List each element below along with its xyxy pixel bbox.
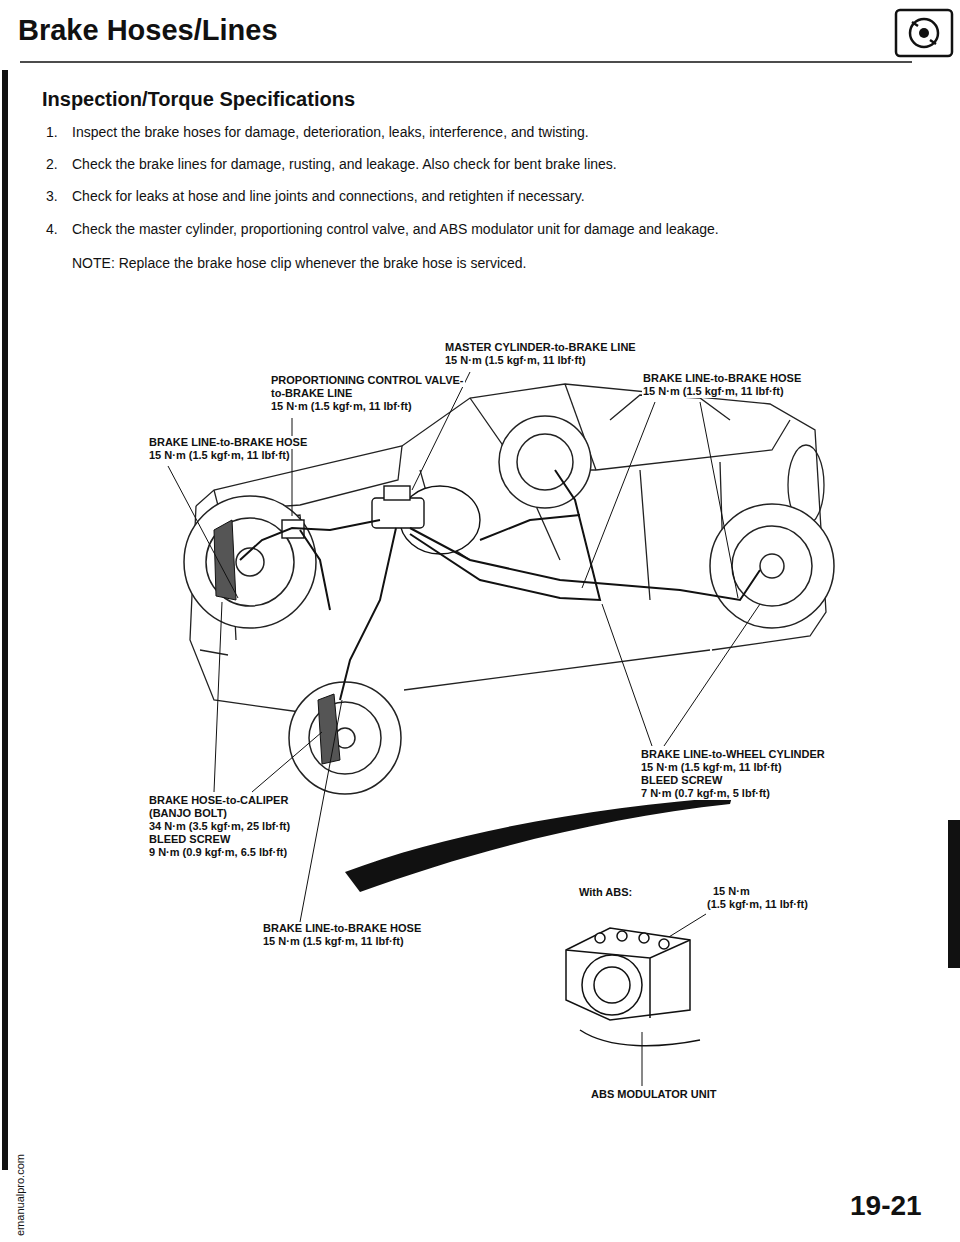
torque-value: 15 N·m (712, 885, 751, 898)
watermark: emanualpro.com (14, 1154, 27, 1236)
leader-line (168, 372, 760, 1086)
part-callout: BRAKE HOSE-to-CALIPER (148, 794, 289, 807)
part-callout: MASTER CYLINDER-to-BRAKE LINE (444, 341, 637, 354)
part-callout: to-BRAKE LINE (270, 387, 353, 400)
section-heading: Inspection/Torque Specifications (42, 88, 355, 111)
ground-shadow (345, 797, 732, 892)
part-callout: (BANJO BOLT) (148, 807, 228, 820)
torque-value: 7 N·m (0.7 kgf·m, 5 lbf·ft) (640, 787, 771, 800)
torque-value: 15 N·m (1.5 kgf·m, 11 lbf·ft) (262, 935, 405, 948)
section-icon (910, 19, 938, 47)
section-icon (896, 10, 952, 56)
master-cylinder (282, 486, 480, 554)
step-number: 4. (46, 221, 58, 237)
part-callout: BRAKE LINE-to-BRAKE HOSE (262, 922, 422, 935)
page-tab (948, 820, 960, 968)
section-icon (919, 28, 929, 38)
torque-value: 9 N·m (0.9 kgf·m, 6.5 lbf·ft) (148, 846, 288, 859)
step-text: Inspect the brake hoses for damage, dete… (72, 124, 589, 140)
part-callout: BRAKE LINE-to-BRAKE HOSE (148, 436, 308, 449)
torque-value: 15 N·m (1.5 kgf·m, 11 lbf·ft) (270, 400, 413, 413)
wheel (184, 416, 834, 794)
step-number: 1. (46, 124, 58, 140)
step-text: Check for leaks at hose and line joints … (72, 188, 585, 204)
step-text: Check the master cylinder, proportioning… (72, 221, 719, 237)
page-border (2, 70, 8, 1170)
page-title: Brake Hoses/Lines (18, 14, 278, 47)
brake-line (240, 470, 760, 700)
torque-value: 15 N·m (1.5 kgf·m, 11 lbf·ft) (640, 761, 783, 774)
torque-value: (1.5 kgf·m, 11 lbf·ft) (706, 898, 809, 911)
step-text: Check the brake lines for damage, rustin… (72, 156, 617, 172)
torque-value: 15 N·m (1.5 kgf·m, 11 lbf·ft) (642, 385, 785, 398)
part-callout: PROPORTIONING CONTROL VALVE- (270, 374, 465, 387)
part-callout: ABS MODULATOR UNIT (590, 1088, 717, 1101)
page-number: 19-21 (850, 1190, 922, 1222)
part-callout: BLEED SCREW (148, 833, 231, 846)
part-callout: BLEED SCREW (640, 774, 723, 787)
torque-value: 34 N·m (3.5 kgf·m, 25 lbf·ft) (148, 820, 291, 833)
section-icon (912, 22, 936, 44)
note-text: NOTE: Replace the brake hose clip whenev… (72, 255, 526, 271)
step-text: 3. (46, 188, 58, 204)
part-callout: BRAKE LINE-to-BRAKE HOSE (642, 372, 802, 385)
header-rule (20, 61, 912, 63)
variant-note: With ABS: (578, 886, 633, 899)
torque-value: 15 N·m (1.5 kgf·m, 11 lbf·ft) (444, 354, 587, 367)
abs-modulator-symbol (566, 928, 700, 1046)
caliper (214, 520, 340, 764)
part-callout: BRAKE LINE-to-WHEEL CYLINDER (640, 748, 826, 761)
torque-value: 15 N·m (1.5 kgf·m, 11 lbf·ft) (148, 449, 291, 462)
step-number: 2. (46, 156, 58, 172)
